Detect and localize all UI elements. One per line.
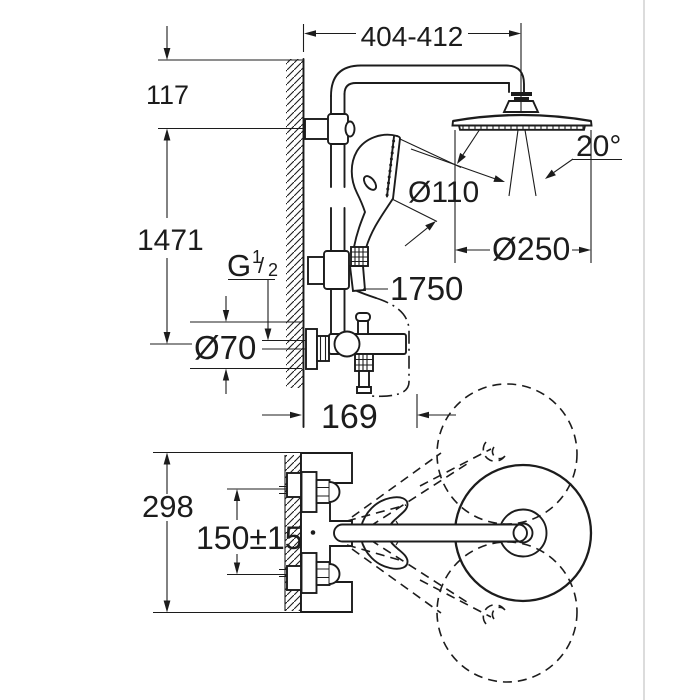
swivel-arm-lower <box>351 531 492 618</box>
dimension-hand-shower-diameter: Ø110 <box>391 128 481 247</box>
hose-nipple <box>348 265 367 293</box>
dimension-arm-offset: 117 <box>146 26 303 130</box>
spout-nut <box>354 353 374 372</box>
wall-section <box>286 58 305 428</box>
arrow-right-icon <box>509 30 521 37</box>
plan-hand-shower <box>359 496 409 570</box>
plan-view: 298 150±15 <box>142 383 593 683</box>
plan-head-shower <box>333 463 593 603</box>
dim-label-projection: 169 <box>321 398 378 436</box>
head-shower <box>451 92 593 197</box>
swivel-position-upper <box>436 383 578 525</box>
thermostat-knob <box>333 330 361 358</box>
wall-bracket <box>304 113 356 145</box>
shower-arm <box>355 64 525 93</box>
dim-label-riser-height: 1471 <box>137 224 204 257</box>
plan-shower-arm-tube <box>333 523 528 543</box>
dimension-projection: 169 <box>262 394 456 436</box>
head-hub-ring <box>512 522 534 544</box>
escutcheon <box>305 328 318 370</box>
dim-label-thread-slash: / <box>258 253 265 278</box>
hand-shower-holder <box>307 246 369 293</box>
diverter-cap <box>355 312 371 322</box>
plan-center-dot <box>310 530 316 535</box>
dimension-escutcheon-diameter: Ø70 <box>190 296 302 394</box>
dimension-hose-length: 1750 <box>363 270 463 307</box>
dim-label-top-width: 404-412 <box>361 21 464 52</box>
hand-shower-body <box>350 133 398 248</box>
dim-label-head-diameter: Ø250 <box>492 231 570 267</box>
spray-face-dots <box>385 139 396 197</box>
dim-label-hose-length: 1750 <box>390 270 463 307</box>
handle-button <box>362 175 378 191</box>
swivel-arm-upper <box>351 448 492 535</box>
arrow-up-icon <box>163 128 171 141</box>
tub-spout <box>358 370 370 388</box>
head-hub <box>502 100 540 113</box>
arrow-left-icon <box>304 30 316 37</box>
dim-label-spray-angle: 20° <box>576 130 621 163</box>
dim-label-thread-denominator: 2 <box>268 260 278 280</box>
nozzle-ticks <box>462 126 584 130</box>
dim-label-plan-overall: 298 <box>142 489 194 524</box>
dimension-top-width: 404-412 <box>302 21 522 112</box>
union-nut <box>316 335 330 362</box>
diverter-stem <box>357 319 369 335</box>
shower-hose <box>356 290 410 398</box>
dimension-thread: G 1 / 2 <box>227 247 278 341</box>
shower-riser-pipe <box>330 64 362 335</box>
page-edge-rule <box>643 0 645 700</box>
swivel-position-lower <box>436 541 578 683</box>
spray-cone-lines <box>508 129 537 197</box>
dimension-riser-height: 1471 <box>137 128 204 345</box>
dim-label-arm-offset: 117 <box>146 80 189 110</box>
side-view: 404-412 117 1471 <box>137 21 622 436</box>
spout-tip <box>356 386 372 394</box>
dim-label-thread-numerator: 1 <box>252 247 262 267</box>
dimension-head-diameter: Ø250 <box>454 130 592 267</box>
plan-swivel-range <box>346 383 578 683</box>
hose-coupling <box>350 246 369 267</box>
hand-shower <box>350 133 401 249</box>
dimension-spray-angle: 20° <box>410 130 622 182</box>
head-top <box>452 113 592 123</box>
arrow-down-icon <box>163 332 171 344</box>
ball-joint <box>511 92 532 96</box>
supply-stub <box>262 339 306 350</box>
dim-label-escutcheon-diameter: Ø70 <box>194 329 256 366</box>
arrow-down-icon <box>163 48 171 60</box>
plan-supply-valve-bottom <box>279 552 341 594</box>
dimension-plan-overall: 298 <box>142 451 301 614</box>
wall-hatch <box>286 59 303 388</box>
dim-label-thread-letter: G <box>227 248 251 283</box>
dim-label-hand-shower-diameter: Ø110 <box>408 176 479 209</box>
thermostat-mixer <box>262 312 407 394</box>
plan-supply-valve-top <box>279 471 341 513</box>
